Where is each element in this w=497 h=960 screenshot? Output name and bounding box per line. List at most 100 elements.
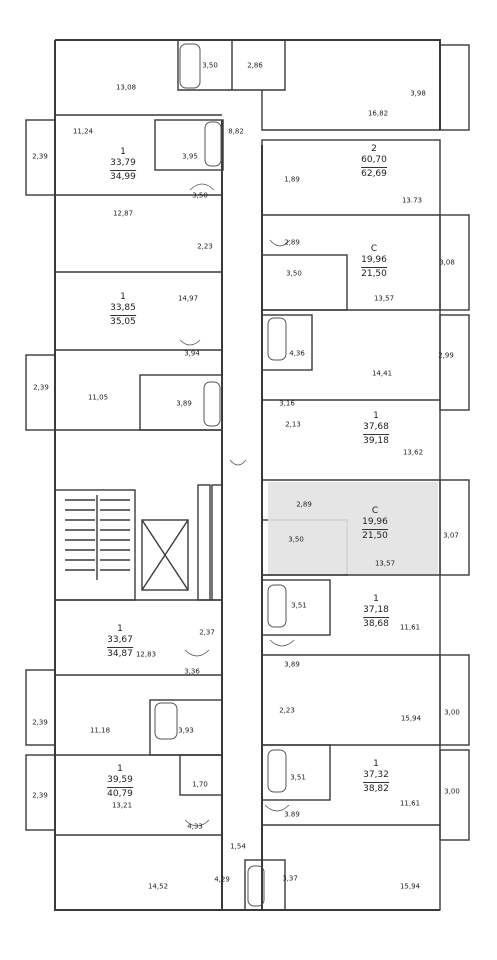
bathtub-6 bbox=[267, 584, 287, 628]
apartment-type: С bbox=[370, 244, 378, 254]
room-area-label: 11,61 bbox=[399, 799, 421, 808]
room-area-label: 1,54 bbox=[230, 842, 246, 851]
room-area-label: 3,98 bbox=[410, 89, 426, 98]
balcony-right-6 bbox=[439, 749, 470, 841]
room-area-label: 3,37 bbox=[282, 874, 298, 883]
bath-block-l2 bbox=[139, 374, 223, 431]
room-area-label: 3,94 bbox=[184, 349, 200, 358]
room-area-label: 11,24 bbox=[72, 127, 94, 136]
bathtub-7 bbox=[267, 749, 287, 793]
lift-shaft bbox=[141, 519, 189, 591]
room-area-label: 3,08 bbox=[439, 258, 455, 267]
room-area-label: 4,29 bbox=[214, 875, 230, 884]
door-arc-3 bbox=[184, 649, 210, 657]
bath-block-r6 bbox=[244, 859, 286, 911]
apartment-label: С 19,96 21,50 bbox=[362, 506, 388, 542]
apartment-living-area: 37,18 bbox=[363, 605, 389, 615]
room-area-label: 14,97 bbox=[177, 294, 199, 303]
apartment-living-area: 60,70 bbox=[361, 155, 387, 165]
apartment-living-area: 33,67 bbox=[107, 635, 133, 645]
room-area-label: 2,39 bbox=[32, 791, 48, 800]
apartment-type: 1 bbox=[120, 292, 126, 302]
room-area-label: 2,86 bbox=[247, 61, 263, 70]
room-area-label: 3,93 bbox=[178, 726, 194, 735]
apartment-total-area: 34,87 bbox=[107, 647, 133, 659]
room-area-label: 12,83 bbox=[135, 650, 157, 659]
room-area-label: 3,50 bbox=[286, 269, 302, 278]
balcony-right-3 bbox=[439, 314, 470, 411]
stair-treads bbox=[65, 495, 130, 580]
apartment-living-area: 19,96 bbox=[361, 255, 387, 265]
door-arc-7 bbox=[184, 819, 210, 827]
bathtub-4 bbox=[154, 702, 178, 740]
apartment-label: 1 37,68 39,18 bbox=[363, 411, 389, 447]
room-area-label: 13,08 bbox=[115, 83, 137, 92]
room-area-label: 2,23 bbox=[279, 706, 295, 715]
balcony-left-2 bbox=[25, 354, 56, 431]
room-area-label: 1,70 bbox=[192, 780, 208, 789]
apartment-total-area: 62,69 bbox=[361, 167, 387, 179]
room-area-label: 11,18 bbox=[89, 726, 111, 735]
balcony-right-2 bbox=[439, 214, 470, 311]
apartment-label: 1 33,79 34,99 bbox=[110, 147, 136, 183]
room-area-label: 2,37 bbox=[199, 628, 215, 637]
room-area-label: 3,51 bbox=[290, 773, 306, 782]
room-area-label: 2,39 bbox=[32, 152, 48, 161]
room-area-label: 2,39 bbox=[32, 718, 48, 727]
apartment-living-area: 39,59 bbox=[107, 775, 133, 785]
balcony-right-4 bbox=[439, 479, 470, 576]
room-area-label: 3,95 bbox=[182, 152, 198, 161]
room-area-label: 4,33 bbox=[187, 822, 203, 831]
bath-block-l1 bbox=[154, 119, 224, 171]
room-area-label: 1,89 bbox=[284, 175, 300, 184]
apartment-total-area: 39,18 bbox=[363, 434, 389, 446]
door-arc-6 bbox=[264, 804, 290, 812]
apartment-type: 1 bbox=[373, 759, 379, 769]
left-walls bbox=[55, 114, 222, 836]
room-area-label: 11,61 bbox=[399, 623, 421, 632]
apartment-total-area: 40,79 bbox=[107, 787, 133, 799]
shaft-2 bbox=[211, 484, 223, 601]
bath-block-r1 bbox=[261, 254, 348, 311]
room-area-label: 13,57 bbox=[373, 294, 395, 303]
apartment-label: 1 33,85 35,05 bbox=[110, 292, 136, 328]
room-area-label: 2,89 bbox=[296, 500, 312, 509]
apartment-label: 2 60,70 62,69 bbox=[361, 144, 387, 180]
room-area-label: 15,94 bbox=[399, 882, 421, 891]
door-arc-4 bbox=[269, 239, 291, 247]
room-area-label: 2,99 bbox=[438, 351, 454, 360]
apartment-total-area: 34,99 bbox=[110, 170, 136, 182]
apartment-label: 1 37,18 38,68 bbox=[363, 594, 389, 630]
room-area-label: 3,00 bbox=[444, 708, 460, 717]
room-area-label: 14,41 bbox=[371, 369, 393, 378]
lift-cross bbox=[141, 519, 189, 591]
bathtub-1 bbox=[179, 43, 201, 89]
room-area-label: 3,89 bbox=[176, 399, 192, 408]
apartment-type: 2 bbox=[371, 144, 377, 154]
room-area-label: 3,50 bbox=[192, 191, 208, 200]
highlighted-apartment-area bbox=[268, 482, 438, 574]
apartment-label: С 19,96 21,50 bbox=[361, 244, 387, 280]
balcony-left-4 bbox=[25, 754, 56, 831]
bath-block-r5 bbox=[261, 744, 331, 801]
door-arc-5 bbox=[269, 639, 295, 647]
top-bath-walls bbox=[177, 40, 440, 131]
room-area-label: 2,89 bbox=[284, 238, 300, 247]
room-area-label: 3,16 bbox=[279, 399, 295, 408]
bathtub-8 bbox=[247, 865, 265, 907]
room-area-label: 3,36 bbox=[184, 667, 200, 676]
room-area-label: 2,23 bbox=[197, 242, 213, 251]
room-area-label: 13,57 bbox=[374, 559, 396, 568]
bath-block-r2 bbox=[261, 314, 313, 371]
room-area-label: 3,50 bbox=[202, 61, 218, 70]
balcony-right-5 bbox=[439, 654, 470, 746]
bathtub-5 bbox=[267, 317, 287, 361]
stair-core bbox=[54, 489, 136, 601]
apartment-type: С bbox=[371, 506, 379, 516]
room-area-label: 13.73 bbox=[401, 196, 423, 205]
apartment-total-area: 21,50 bbox=[361, 267, 387, 279]
apartment-type: 1 bbox=[117, 624, 123, 634]
right-walls bbox=[262, 214, 440, 826]
